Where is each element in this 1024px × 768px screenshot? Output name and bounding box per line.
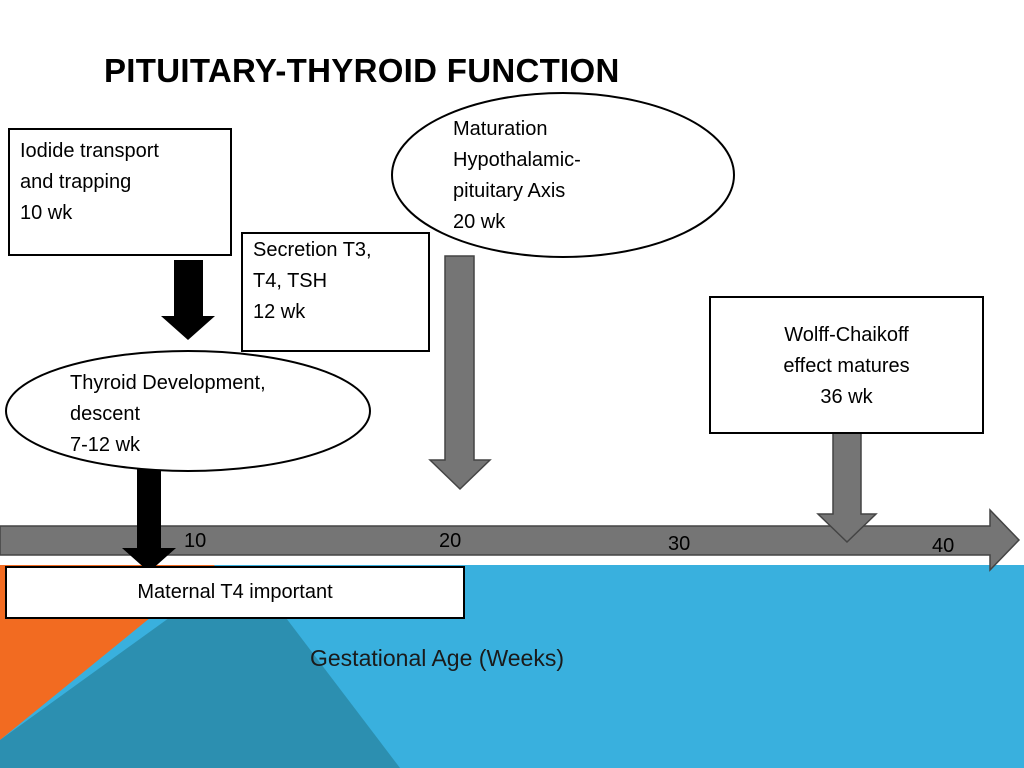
maturation-line-1: Maturation [453,118,548,140]
slide-title: PITUITARY-THYROID FUNCTION [104,52,620,89]
axis-label: Gestational Age (Weeks) [310,645,564,671]
wolff-arrow [816,432,878,544]
secretion-line-3: 12 wk [253,301,306,323]
maturation-ellipse [391,92,735,258]
wolff-line-3: 36 wk [820,386,873,408]
maternal-label: Maternal T4 important [137,581,333,603]
wolff-line-1: Wolff-Chaikoff [784,324,909,346]
maturation-line-2: Hypothalamic- [453,149,581,171]
secretion-line-1: Secretion T3, [253,239,372,261]
thyroid-arrow [122,466,176,572]
maturation-line-3: pituitary Axis [453,180,566,202]
thyroid-line-3: 7-12 wk [70,434,141,456]
tick-30: 30 [668,533,691,555]
thyroid-text: Thyroid Development, descent 7-12 wk [70,368,266,461]
iodide-line-3: 10 wk [20,202,73,224]
tick-10: 10 [184,530,207,552]
iodide-line-1: Iodide transport [20,140,159,162]
secretion-box: Secretion T3, T4, TSH 12 wk [241,232,430,352]
maternal-box: Maternal T4 important [5,566,465,619]
tick-40: 40 [932,535,955,557]
maturation-arrow [428,255,492,491]
wolff-line-2: effect matures [783,355,910,377]
secretion-line-2: T4, TSH [253,270,328,292]
wolff-box: Wolff-Chaikoff effect matures 36 wk [709,296,984,434]
maturation-line-4: 20 wk [453,211,506,233]
iodide-box: Iodide transport and trapping 10 wk [8,128,232,256]
tick-20: 20 [439,530,462,552]
iodide-arrow [161,260,215,340]
thyroid-line-1: Thyroid Development, [70,372,266,394]
thyroid-line-2: descent [70,403,141,425]
maturation-text: Maturation Hypothalamic- pituitary Axis … [453,114,581,238]
iodide-line-2: and trapping [20,171,132,193]
teal-triangle [0,610,400,768]
thyroid-ellipse [5,350,371,472]
